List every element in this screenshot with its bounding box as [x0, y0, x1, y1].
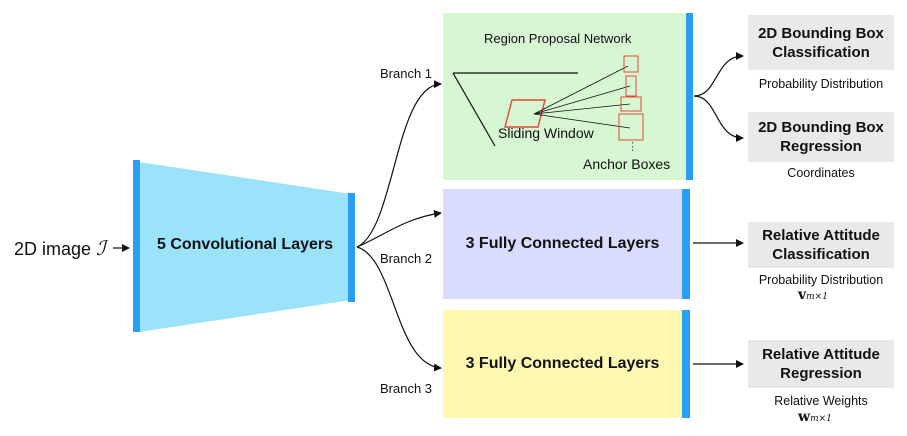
anchor-box-2 [625, 75, 637, 97]
branch1-label: Branch 1 [380, 66, 433, 81]
output-attitude-regression-line2: Regression [780, 365, 862, 382]
fc-panel-branch2 [443, 189, 682, 299]
backbone-right-bar [348, 193, 355, 302]
feature-map-side-edge [452, 72, 496, 147]
sliding-window-box [504, 99, 546, 128]
anchor-box-3 [620, 96, 642, 112]
vector-w-subscript: m×1 [810, 414, 832, 424]
output-attitude-classification: Relative Attitude Classification [748, 222, 894, 268]
vector-w-symbol: w [798, 409, 811, 425]
anchor-boxes-label: Anchor Boxes [583, 156, 671, 172]
anchor-line-1 [533, 65, 629, 115]
output-bbox-classification-line2: Classification [772, 43, 870, 61]
anchor-box-1 [623, 55, 639, 73]
output-bbox-classification: 2D Bounding Box Classification [748, 15, 894, 70]
backbone-label: 5 Convolutional Layers [156, 236, 334, 253]
vector-v-subscript: m×1 [806, 292, 828, 302]
anchor-ellipsis: ⋮ [627, 141, 638, 153]
backbone-shape [139, 162, 351, 332]
anchor-line-4 [533, 113, 631, 129]
output-attitude-regression: Relative Attitude Regression [748, 340, 894, 388]
output-bbox-regression-line1: 2D Bounding Box [758, 119, 884, 136]
branch3-arrow [356, 246, 442, 372]
output-attitude-classification-vector: vm×1 [798, 286, 828, 303]
sliding-window-label: Sliding Window [498, 125, 594, 141]
fc-label-branch3: 3 Fully Connected Layers [465, 355, 660, 372]
rpn-to-cls-arrow [693, 52, 744, 97]
fc-label-branch2: 3 Fully Connected Layers [465, 235, 660, 252]
output-bbox-regression-line2: Regression [780, 138, 862, 155]
branch1-arrow [356, 80, 442, 248]
fc-bar-branch3 [682, 310, 690, 418]
anchor-line-2 [533, 85, 631, 115]
output-attitude-classification-line2: Classification [772, 246, 870, 263]
anchor-box-4 [618, 113, 644, 141]
output-attitude-regression-caption: Relative Weights [774, 394, 868, 408]
anchor-line-3 [533, 103, 631, 115]
output-attitude-regression-line1: Relative Attitude [762, 346, 880, 363]
input-text: 2D image [14, 239, 92, 259]
vector-v-symbol: v [798, 287, 807, 303]
output-bbox-classification-line1: 2D Bounding Box [758, 24, 884, 42]
output-bbox-regression: 2D Bounding Box Regression [748, 112, 894, 162]
output-bbox-classification-caption: Probability Distribution [758, 77, 884, 91]
input-label: 2D image ℐ [14, 236, 105, 260]
output-attitude-classification-line1: Relative Attitude [762, 227, 880, 244]
input-symbol: ℐ [96, 236, 106, 260]
output-bbox-regression-caption: Coordinates [787, 166, 855, 180]
backbone-left-bar [133, 160, 140, 332]
rpn-to-reg-arrow [693, 95, 744, 142]
output-attitude-regression-vector: wm×1 [798, 408, 832, 425]
rpn-panel [443, 13, 686, 180]
fc-bar-branch2 [682, 189, 690, 299]
branch2-arrow [356, 210, 442, 248]
rpn-bar [686, 13, 693, 180]
rpn-title: Region Proposal Network [484, 31, 632, 46]
output-attitude-classification-caption: Probability Distribution [758, 273, 884, 287]
branch3-label: Branch 3 [380, 381, 433, 396]
fc-panel-branch3 [443, 310, 682, 418]
branch2-label: Branch 2 [380, 251, 433, 266]
